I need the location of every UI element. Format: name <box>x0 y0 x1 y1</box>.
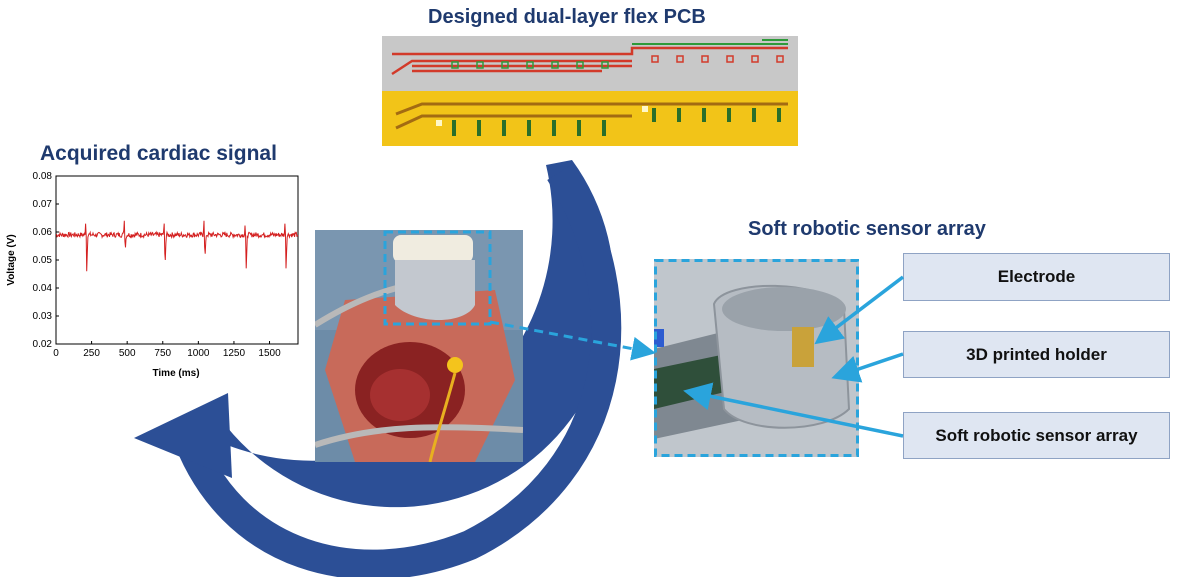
pcb-flex-traces <box>395 102 788 130</box>
y-tick-label: 0.06 <box>33 227 53 238</box>
chart-ticks: 0 250 500 750 1000 1250 1500 0.02 0.03 0.04 0.05 0.… <box>33 171 282 359</box>
cycle-arrow-head <box>134 393 232 478</box>
pcb-title: Designed dual-layer flex PCB <box>428 6 706 28</box>
y-axis-label: Voltage (V) <box>6 234 17 285</box>
y-tick-label: 0.07 <box>33 199 53 210</box>
x-tick-label: 250 <box>83 348 100 359</box>
signal-trace <box>55 220 299 272</box>
chart-axes <box>55 175 299 345</box>
y-tick-label: 0.02 <box>33 339 53 350</box>
pcb-layout-pads <box>451 61 609 69</box>
x-tick-label: 1250 <box>223 348 246 359</box>
pcb-flex-pads <box>452 108 781 136</box>
x-tick-label: 1000 <box>187 348 210 359</box>
y-tick-label: 0.05 <box>33 255 53 266</box>
sensor-array-label: Soft robotic sensor array <box>903 412 1170 459</box>
x-tick-label: 0 <box>53 348 59 359</box>
plot-frame <box>55 175 299 345</box>
x-tick-label: 500 <box>119 348 136 359</box>
y-tick-label: 0.03 <box>33 311 53 322</box>
y-tick-label: 0.08 <box>33 171 53 182</box>
signal-title: Acquired cardiac signal <box>40 142 277 165</box>
ground-electrode <box>447 357 463 373</box>
array-title: Soft robotic sensor array <box>748 218 986 240</box>
cycle-arrow-shaft <box>170 164 622 577</box>
x-axis-label: Time (ms) <box>152 368 199 379</box>
y-tick-label: 0.04 <box>33 283 53 294</box>
surgery-photo <box>315 230 523 462</box>
pcb-flex-panel <box>382 91 798 146</box>
highlight-box-surgery <box>383 230 492 326</box>
sensor-photo <box>654 259 859 457</box>
retractor-bottom <box>315 424 523 448</box>
pcb-layout-traces <box>391 46 788 76</box>
pcb-layout-green <box>632 39 788 45</box>
cardiac-signal-chart: 0 250 500 750 1000 1250 1500 0.02 0.03 0.04 0.05 0.… <box>6 171 299 379</box>
holder-label: 3D printed holder <box>903 331 1170 378</box>
electrode-label: Electrode <box>903 253 1170 301</box>
electrode-pad <box>792 327 814 367</box>
x-tick-label: 750 <box>154 348 171 359</box>
device-holder <box>395 260 475 320</box>
pcb-photo <box>382 36 798 146</box>
x-tick-label: 1500 <box>258 348 281 359</box>
